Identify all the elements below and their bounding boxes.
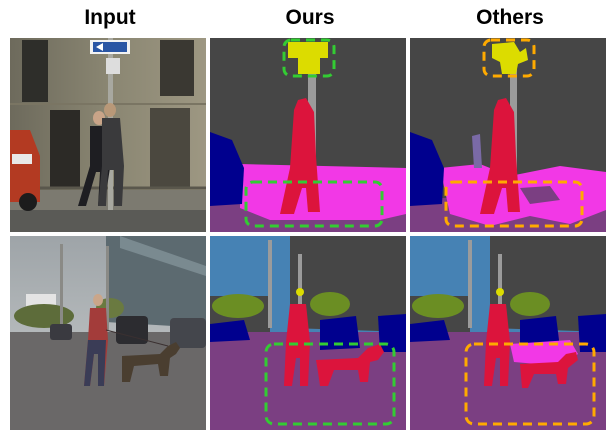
others-highlight-box-person-dog [464, 342, 596, 426]
row2-ours-segmentation [210, 236, 406, 430]
row1-ours-segmentation [210, 38, 406, 232]
row1-input-image [10, 38, 206, 232]
row2-input-image [10, 236, 206, 430]
ours-highlight-box-sign [282, 38, 336, 78]
ours-highlight-box-person-dog [264, 342, 396, 426]
ours-column-title: Ours [285, 6, 335, 29]
row2-others-segmentation [410, 236, 606, 430]
row1-others-segmentation [410, 38, 606, 232]
others-highlight-box-sign [482, 38, 536, 78]
others-column-title: Others [476, 6, 544, 29]
ours-highlight-box-sidewalk [244, 180, 384, 228]
input-column-title: Input [84, 6, 136, 29]
others-highlight-box-sidewalk [444, 180, 584, 228]
